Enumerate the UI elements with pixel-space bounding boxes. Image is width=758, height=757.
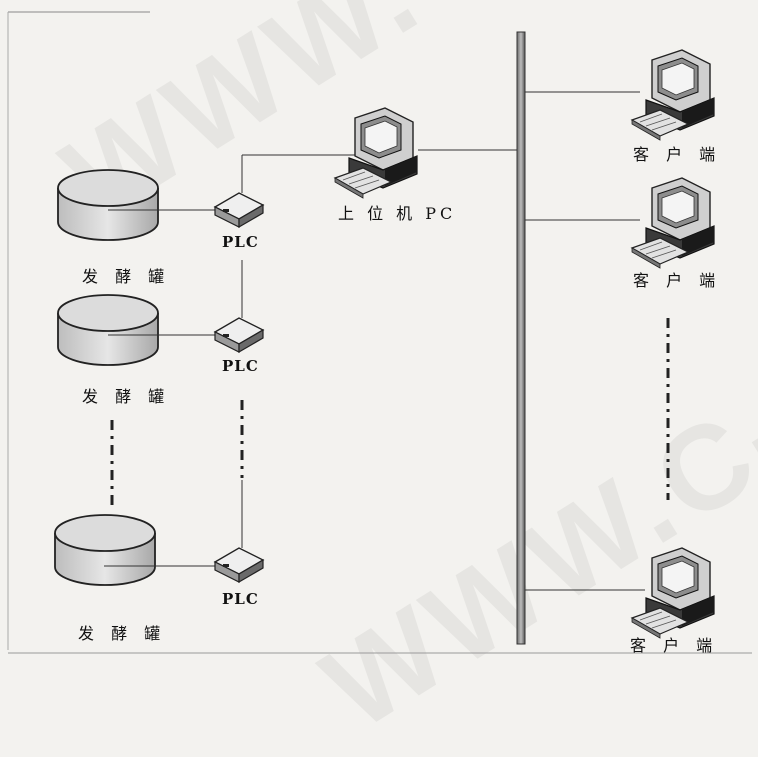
client-1-label: 客 户 端 xyxy=(633,145,722,164)
tank-2-label: 发 酵 罐 xyxy=(82,387,171,406)
diagram-canvas xyxy=(7,11,752,654)
tank-2 xyxy=(57,294,159,366)
tank-3-label: 发 酵 罐 xyxy=(78,624,167,643)
plc-3 xyxy=(214,547,264,583)
network-bus xyxy=(516,31,526,645)
plc-2-label: PLC xyxy=(222,357,259,375)
network-diagram: WWW. WWW.C-S xyxy=(7,0,758,755)
client-2-label: 客 户 端 xyxy=(633,271,722,290)
plc-2 xyxy=(214,317,264,353)
client-pc-2 xyxy=(631,177,715,269)
plc-1-label: PLC xyxy=(222,233,259,251)
client-pc-3 xyxy=(631,547,715,639)
tank-1-label: 发 酵 罐 xyxy=(82,267,171,286)
plc-1 xyxy=(214,192,264,228)
plc-3-label: PLC xyxy=(222,590,259,608)
host-pc xyxy=(334,107,418,199)
host-pc-label: 上 位 机 PC xyxy=(338,204,457,223)
tank-1 xyxy=(57,169,159,241)
client-3-label: 客 户 端 xyxy=(630,636,719,655)
tank-3 xyxy=(54,514,156,586)
client-pc-1 xyxy=(631,49,715,141)
